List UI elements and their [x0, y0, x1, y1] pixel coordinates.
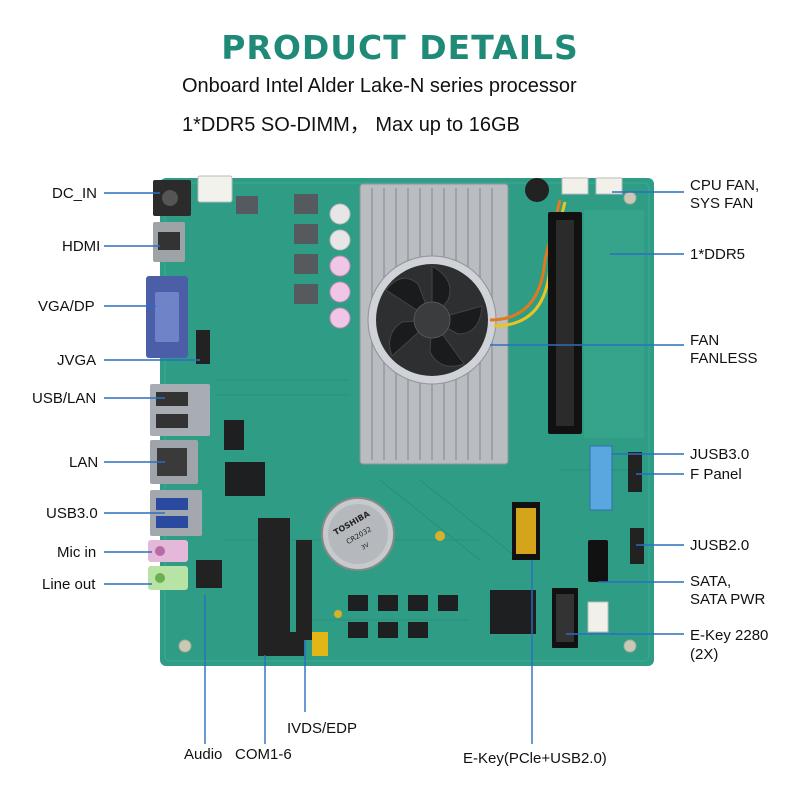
jumper	[312, 632, 328, 656]
page-title: PRODUCT DETAILS	[221, 28, 579, 67]
power-connector	[197, 175, 233, 203]
label-ddr5: 1*DDR5	[690, 246, 746, 263]
buzzer	[525, 178, 549, 202]
label-line-out: Line out	[42, 576, 96, 593]
cpu-fan	[367, 255, 497, 385]
label-ekey-2280: E-Key 2280	[690, 627, 769, 644]
label-usb30: USB3.0	[46, 505, 98, 522]
memory-line: 1*DDR5 SO-DIMM， Max up to 16GB	[182, 114, 520, 136]
label-dc-in: DC_IN	[52, 185, 98, 202]
label-sys-fan: SYS FAN	[690, 195, 754, 212]
chokes	[236, 194, 318, 304]
rear-io	[146, 180, 210, 590]
usb-lan-port	[150, 384, 210, 436]
pin-headers	[196, 330, 644, 656]
label-ekey: E-Key(PCle+USB2.0)	[463, 750, 607, 767]
line-out-jack	[148, 566, 188, 590]
fan-wire-orange	[489, 199, 562, 322]
sata-power-port	[587, 601, 609, 633]
label-fanless: FANLESS	[690, 350, 758, 367]
chip-main	[490, 590, 536, 634]
label-fan: FAN	[690, 332, 720, 349]
label-ekey-2280-count: (2X)	[690, 646, 719, 663]
label-cpu-fan: CPU FAN,	[690, 177, 760, 194]
label-com: COM1-6	[235, 746, 292, 763]
mic-in-jack	[148, 540, 188, 562]
chip-left	[225, 462, 265, 496]
label-lvds: IVDS/EDP	[287, 720, 358, 737]
label-mic-in: Mic in	[57, 544, 97, 561]
label-sata-pwr: SATA PWR	[690, 591, 766, 608]
sata-port	[588, 540, 608, 582]
label-jusb30: JUSB3.0	[690, 446, 750, 463]
label-usb-lan: USB/LAN	[32, 390, 97, 407]
label-audio: Audio	[184, 746, 223, 763]
label-vga-dp: VGA/DP	[38, 298, 95, 315]
capacitors	[329, 203, 351, 329]
cmos-battery: TOSHIBA CR2032 3V	[321, 497, 395, 571]
leader-lines	[104, 191, 684, 744]
label-sata: SATA,	[690, 573, 732, 590]
label-hdmi: HDMI	[62, 238, 101, 255]
sys-fan-header	[561, 177, 589, 195]
processor-line: Onboard Intel Alder Lake-N series proces…	[182, 75, 577, 97]
battery-voltage: 3V	[360, 541, 371, 551]
label-lan: LAN	[69, 454, 99, 471]
jusb3-header	[589, 445, 613, 511]
cpu-fan-header	[595, 177, 623, 195]
ddr5-slot	[548, 210, 644, 438]
label-f-panel: F Panel	[690, 466, 742, 483]
label-jvga: JVGA	[57, 352, 97, 369]
label-jusb20: JUSB2.0	[690, 537, 750, 554]
